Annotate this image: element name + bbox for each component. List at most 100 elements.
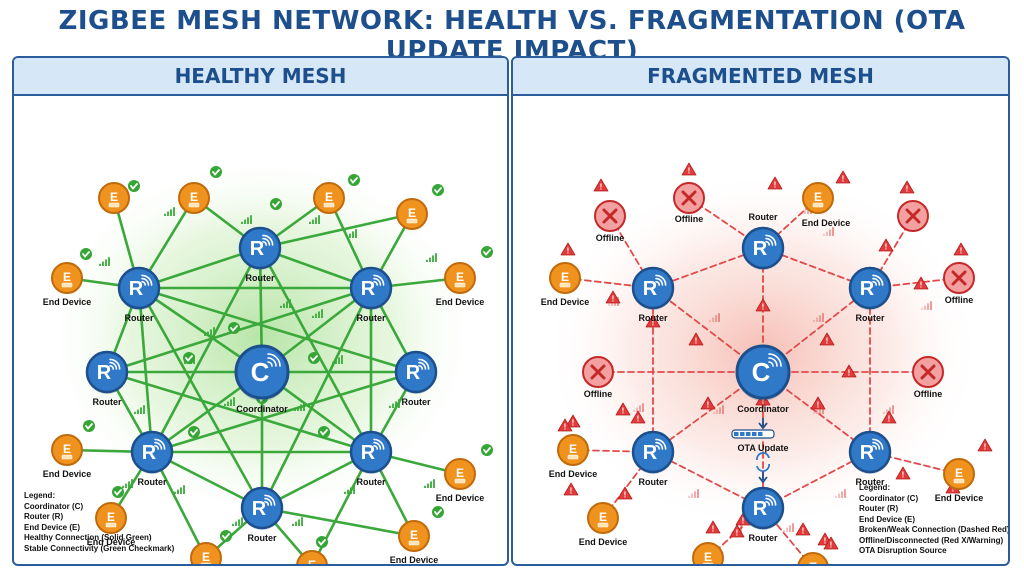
signal-bar: [819, 315, 821, 322]
check-icon-mark: [320, 429, 328, 436]
end-device-letter: E: [325, 190, 333, 204]
signal-bar: [823, 233, 825, 236]
signal-arc-icon: [655, 441, 664, 450]
signal-bar: [713, 411, 715, 414]
signal-bars-icon: [332, 355, 343, 364]
signal-arc-icon: [154, 441, 163, 450]
signal-arc-icon: [267, 357, 277, 367]
signal-bar: [691, 493, 693, 498]
signal-bar: [346, 235, 348, 238]
signal-bar: [688, 495, 690, 498]
signal-bar: [238, 519, 240, 526]
check-icon-mark: [130, 183, 138, 190]
warning-icon-glyph: !: [712, 525, 715, 534]
signal-bar: [140, 407, 142, 414]
signal-arc-icon: [765, 494, 777, 506]
signal-bar: [392, 403, 394, 408]
signal-arc-icon: [267, 353, 281, 367]
signal-bar: [835, 495, 837, 498]
end-device-circle: [51, 434, 83, 466]
check-icon: [210, 166, 222, 178]
warning-icon: !: [645, 314, 661, 328]
end-device-circle: [444, 458, 476, 490]
battery-icon: [323, 202, 335, 208]
signal-arc-icon: [373, 438, 385, 450]
end-device-node: E: [98, 182, 130, 214]
signal-bar: [395, 401, 397, 408]
check-icon: [83, 420, 95, 432]
offline-x-icon: [681, 190, 697, 206]
signal-bar: [235, 521, 237, 526]
offline-x-icon: [905, 208, 921, 224]
router-label: Router: [639, 477, 668, 487]
signal-bar: [250, 215, 252, 224]
battery-icon: [597, 522, 609, 528]
signal-bar: [639, 405, 641, 412]
warning-icon-triangle: [835, 170, 851, 184]
warning-icon-glyph: !: [817, 401, 820, 410]
warning-icon: !: [823, 536, 839, 550]
offline-label: Offline: [584, 389, 613, 399]
warning-icon-triangle: [913, 276, 929, 290]
signal-bar: [807, 207, 809, 214]
healthy-link: [150, 370, 418, 454]
signal-bar: [230, 399, 232, 406]
warning-icon-triangle: [878, 238, 894, 252]
warning-icon-triangle: [645, 314, 661, 328]
warning-icon: !: [755, 298, 771, 312]
signal-arc-icon: [768, 353, 782, 367]
check-icon-mark: [318, 539, 326, 546]
warning-icon-triangle: [700, 396, 716, 410]
ota-update-indicator: OTA Update: [731, 418, 789, 484]
end-device-node: E: [396, 198, 428, 230]
signal-arc-icon: [109, 358, 121, 370]
ota-down-arrow-icon: [758, 418, 768, 430]
signal-bar: [804, 209, 806, 214]
signal-bars-icon: [835, 489, 846, 498]
signal-bars-icon: [823, 227, 834, 236]
signal-bar: [241, 517, 243, 526]
refresh-icon: [756, 452, 770, 472]
check-icon-circle: [318, 426, 330, 438]
signal-bar: [108, 257, 110, 266]
signal-bar: [289, 299, 291, 308]
battery-icon: [567, 454, 579, 460]
signal-bar: [716, 409, 718, 414]
signal-bar: [134, 411, 136, 414]
signal-bar: [722, 405, 724, 414]
healthy-link: [258, 212, 414, 250]
signal-arc-icon: [373, 277, 382, 286]
signal-bars-icon: [174, 485, 185, 494]
legend-line: OTA Disruption Source: [859, 546, 947, 555]
signal-bar: [636, 407, 638, 412]
offline-x-icon: [920, 364, 936, 380]
check-icon: [481, 246, 493, 258]
warning-icon-glyph: !: [600, 183, 603, 192]
check-icon: [183, 352, 195, 364]
warning-icon: !: [681, 162, 697, 176]
legend-line: Stable Connectivity (Green Checkmark): [24, 543, 175, 553]
warning-icon-glyph: !: [802, 527, 805, 536]
signal-arc-icon: [418, 358, 430, 370]
signal-bar: [844, 489, 846, 498]
warning-icon-triangle: [755, 298, 771, 312]
warning-icon: !: [630, 410, 646, 424]
offline-label: Offline: [914, 389, 943, 399]
signal-bars-icon: [292, 517, 303, 526]
signal-arc-icon: [872, 438, 884, 450]
signal-bar: [295, 521, 297, 526]
signal-arc-icon: [655, 438, 667, 450]
offline-x-icon: [602, 208, 618, 224]
warning-icon-glyph: !: [688, 167, 691, 176]
end-device-label: End Device: [541, 297, 590, 307]
router-label: Router: [248, 533, 277, 543]
signal-bar: [697, 489, 699, 498]
check-icon-circle: [316, 536, 328, 548]
signal-bars-icon: [99, 257, 110, 266]
router-letter: R: [129, 278, 144, 300]
